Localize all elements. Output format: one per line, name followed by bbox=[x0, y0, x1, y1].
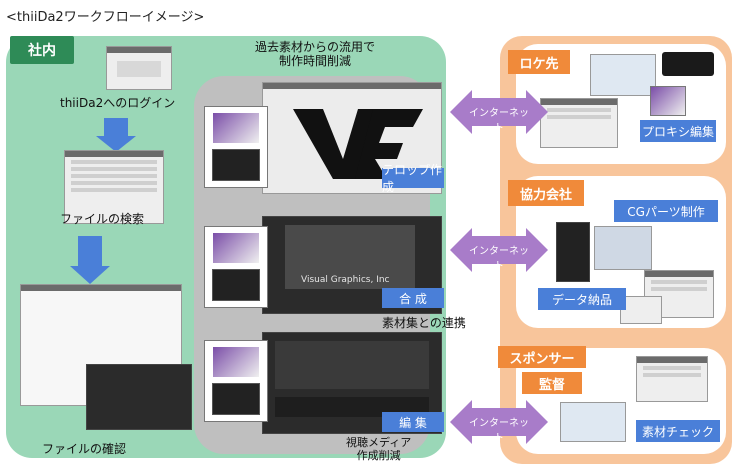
arrow-right-head-3-icon bbox=[526, 400, 548, 444]
tower-pc-icon bbox=[556, 222, 590, 282]
delivery-screenshot-small bbox=[620, 296, 662, 324]
sponsor-label: スポンサー bbox=[498, 346, 586, 368]
search-screenshot bbox=[64, 150, 164, 224]
vg-logo-icon bbox=[293, 109, 423, 179]
internal-label: 社内 bbox=[10, 36, 74, 64]
compose-image-text: Visual Graphics, Inc bbox=[301, 275, 390, 285]
login-screenshot bbox=[106, 46, 172, 90]
edit-screenshot bbox=[262, 332, 442, 434]
director-label: 監督 bbox=[522, 372, 582, 394]
laptop-icon bbox=[590, 54, 656, 96]
check-screenshot bbox=[636, 356, 708, 402]
material-check-label: 素材チェック bbox=[636, 420, 720, 442]
arrow-body-3 bbox=[472, 408, 526, 436]
search-caption: ファイルの検索 bbox=[60, 212, 145, 226]
proxy-screenshot bbox=[540, 98, 618, 148]
viewer-caption: 視聴メディア 作成削減 bbox=[346, 436, 412, 462]
file-preview-screenshot bbox=[86, 364, 192, 430]
arrow-right-head-1-icon bbox=[526, 90, 548, 134]
arrow-left-head-3-icon bbox=[450, 400, 472, 444]
telop-step-label: テロップ作成 bbox=[382, 163, 444, 194]
arrow-body-2 bbox=[472, 236, 526, 264]
material-caption: 素材集との連携 bbox=[382, 316, 466, 330]
laptop-icon bbox=[560, 402, 626, 442]
compose-icons-box bbox=[204, 226, 268, 308]
arrow-left-head-1-icon bbox=[450, 90, 472, 134]
edit-step-label: 編 集 bbox=[382, 412, 444, 432]
confirm-caption: ファイルの確認 bbox=[42, 442, 127, 456]
login-caption: thiiDa2へのログイン bbox=[60, 96, 176, 110]
monitor-icon bbox=[594, 226, 652, 270]
arrow-right-head-2-icon bbox=[526, 228, 548, 272]
diagram-title: <thiiDa2ワークフローイメージ> bbox=[6, 10, 205, 25]
arrow-left-head-2-icon bbox=[450, 228, 472, 272]
proxy-edit-label: プロキシ編集 bbox=[640, 120, 716, 142]
camera-icon bbox=[662, 52, 714, 76]
workstation-icon bbox=[212, 149, 260, 181]
partner-label: 協力会社 bbox=[508, 180, 584, 206]
cg-parts-label: CGパーツ制作 bbox=[614, 200, 718, 222]
software-box-icon bbox=[650, 86, 686, 116]
data-delivery-label: データ納品 bbox=[538, 288, 626, 310]
internet-label-2: インターネット bbox=[469, 246, 529, 272]
location-label: ロケ先 bbox=[508, 50, 570, 74]
down-arrow-1-stem bbox=[104, 118, 128, 136]
workstation-icon bbox=[212, 383, 260, 415]
telop-icons-box bbox=[204, 106, 268, 188]
compose-frame: Visual Graphics, Inc bbox=[285, 225, 415, 289]
arrow-body-1 bbox=[472, 98, 526, 126]
down-arrow-2-stem bbox=[78, 236, 102, 266]
down-arrow-1-head-icon bbox=[96, 136, 136, 152]
compose-step-label: 合 成 bbox=[382, 288, 444, 308]
edit-icons-box bbox=[204, 340, 268, 422]
workstation-icon bbox=[212, 269, 260, 301]
edit-preview bbox=[275, 341, 429, 389]
reuse-header: 過去素材からの流用で 制作時間削減 bbox=[254, 40, 375, 68]
software-box-icon bbox=[213, 347, 259, 377]
software-box-icon bbox=[213, 113, 259, 143]
internet-label-1: インターネット bbox=[469, 108, 529, 134]
software-box-icon bbox=[213, 233, 259, 263]
internet-label-3: インターネット bbox=[469, 418, 529, 444]
down-arrow-2-head-icon bbox=[70, 266, 110, 284]
